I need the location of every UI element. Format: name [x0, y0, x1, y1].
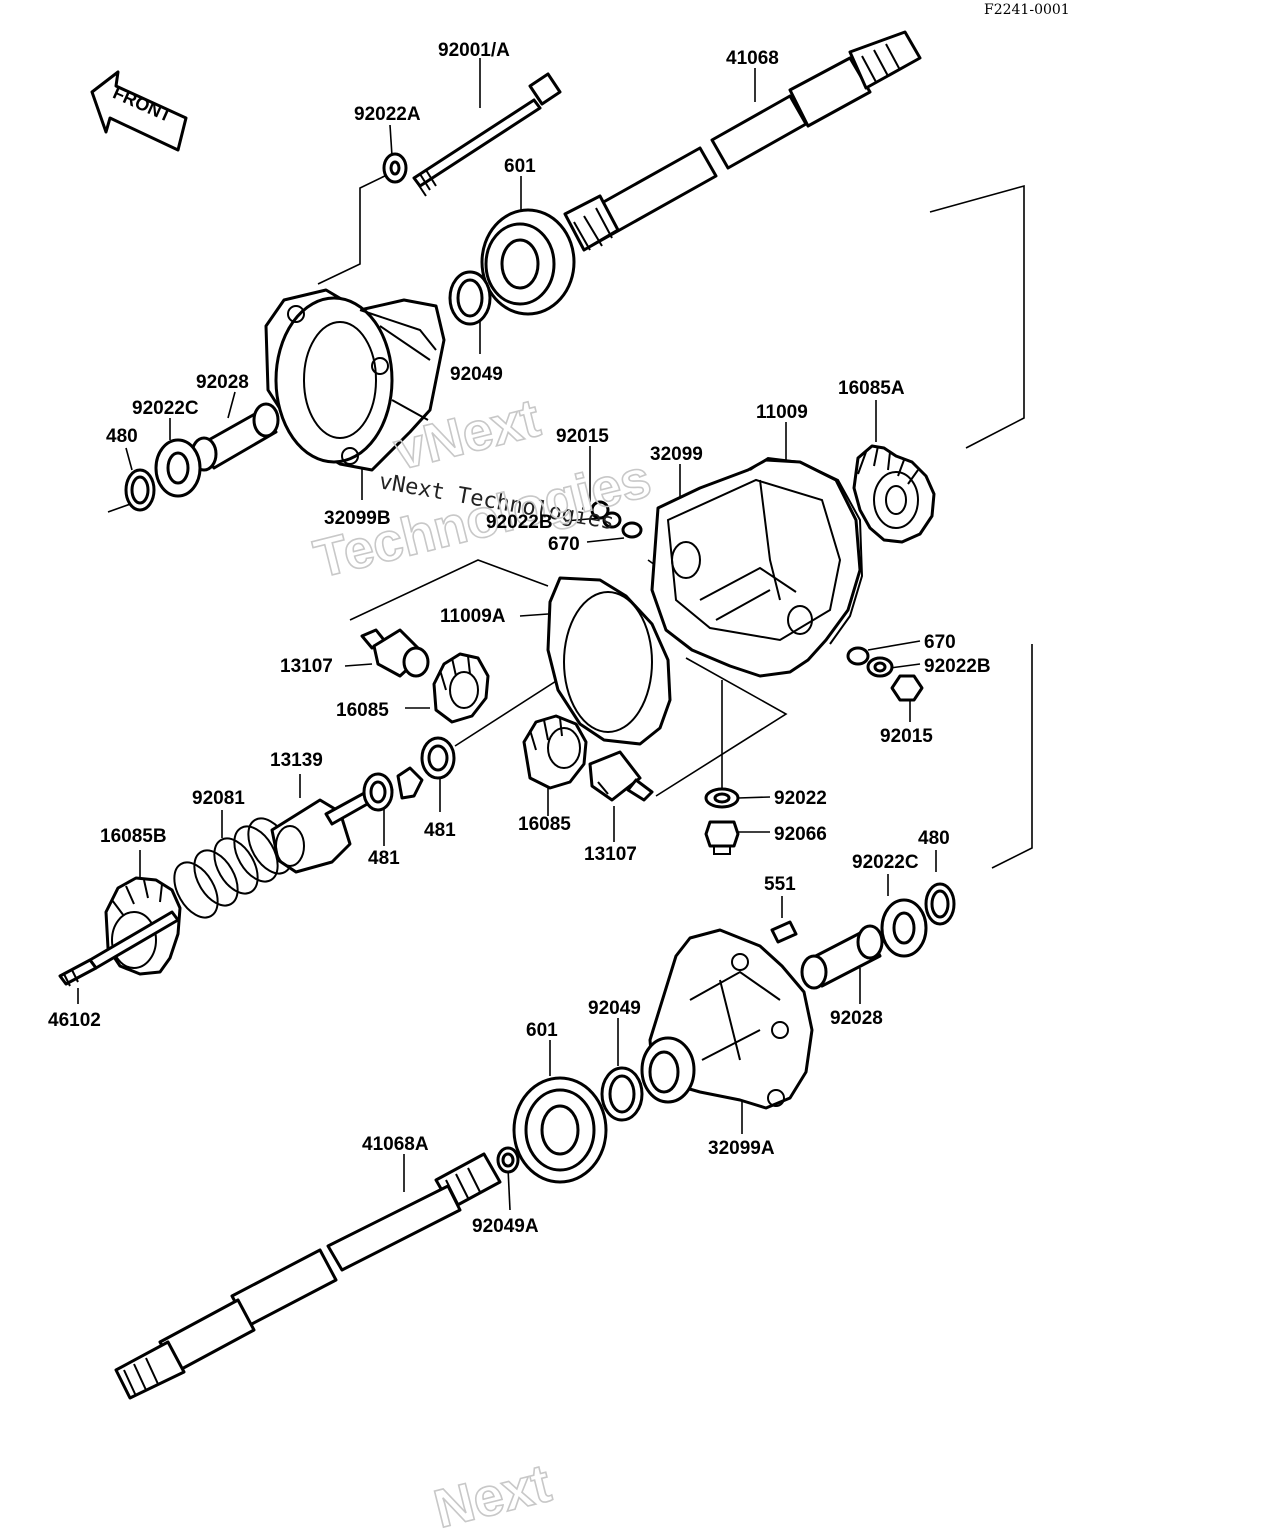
- bolt-92001A: [412, 72, 562, 197]
- dowel-551: [770, 920, 798, 944]
- diagram-code: F2241-0001: [984, 2, 1070, 18]
- label-92049A: 92049A: [472, 1216, 539, 1237]
- shaft-41068A: [114, 1152, 502, 1400]
- circlip-481-left: [362, 772, 394, 812]
- pin-46102: [58, 958, 98, 987]
- watermark-bottom-fragment: Next: [428, 1453, 556, 1536]
- gear-16085-lower: [522, 714, 588, 790]
- label-92015-upper: 92015: [556, 426, 609, 447]
- label-11009: 11009: [756, 402, 808, 423]
- label-92022A: 92022A: [354, 104, 421, 125]
- label-92001A: 92001/A: [438, 40, 510, 61]
- label-16085A: 16085A: [838, 378, 905, 399]
- label-13139: 13139: [270, 750, 323, 771]
- label-13107-upper: 13107: [280, 656, 333, 677]
- label-92022C-top: 92022C: [132, 398, 199, 419]
- label-16085B: 16085B: [100, 826, 167, 847]
- shaft-41068: [563, 30, 922, 252]
- label-92022C-lower: 92022C: [852, 852, 919, 873]
- pin-13107-upper: [360, 628, 430, 678]
- label-601-top: 601: [504, 156, 536, 177]
- circlip-481-right: [420, 736, 456, 780]
- label-480-top: 480: [106, 426, 138, 447]
- gear-16085A: [852, 444, 936, 544]
- label-92022B-right: 92022B: [924, 656, 991, 677]
- gear-16085B: [88, 876, 182, 976]
- gasket-11009A: [546, 576, 672, 746]
- collar: [396, 766, 424, 800]
- bearing-601-lower: [512, 1076, 608, 1184]
- bushing-92028-top: [190, 402, 280, 472]
- washer-92022: [704, 787, 740, 809]
- label-92028-lower: 92028: [830, 1008, 883, 1029]
- label-481-left: 481: [368, 848, 400, 869]
- label-16085-lower: 16085: [518, 814, 571, 835]
- label-13107-lower: 13107: [584, 844, 637, 865]
- gear-16085-upper: [432, 652, 490, 724]
- label-92028-top: 92028: [196, 372, 249, 393]
- label-601-lower: 601: [526, 1020, 558, 1041]
- cover-32099B: [264, 288, 446, 472]
- label-92015-right: 92015: [880, 726, 933, 747]
- label-480-lower: 480: [918, 828, 950, 849]
- label-41068: 41068: [726, 48, 779, 69]
- circlip-480-top: [124, 468, 156, 512]
- label-92066: 92066: [774, 824, 827, 845]
- label-92049-top: 92049: [450, 364, 503, 385]
- oring-670-upper: [621, 521, 643, 539]
- label-670-upper: 670: [548, 534, 580, 555]
- bearing-92049A: [496, 1146, 520, 1174]
- label-670-right: 670: [924, 632, 956, 653]
- label-32099B: 32099B: [324, 508, 391, 529]
- housing-32099: [650, 458, 862, 678]
- label-32099A: 32099A: [708, 1138, 775, 1159]
- label-41068A: 41068A: [362, 1134, 429, 1155]
- washer-92022C-lower: [880, 898, 928, 958]
- label-11009A: 11009A: [440, 606, 506, 627]
- oring-670-right: [846, 646, 870, 666]
- label-92022B-upper: 92022B: [486, 512, 553, 533]
- part-labels: 92001/A 41068 92022A 601 92028 92049 920…: [48, 40, 991, 1237]
- nut-92015-upper: [590, 500, 610, 520]
- washer-92022C-top: [154, 438, 202, 498]
- washer-92022A: [382, 152, 408, 184]
- label-481-right: 481: [424, 820, 456, 841]
- label-32099: 32099: [650, 444, 703, 465]
- label-92081: 92081: [192, 788, 245, 809]
- bearing-601-top: [480, 208, 576, 316]
- seal-92049-top: [448, 270, 492, 326]
- plug-92066: [704, 820, 740, 855]
- watermark: vNext Technologies vNext Technologies Ne…: [308, 387, 658, 1536]
- gasket-11009: [749, 456, 864, 645]
- seal-92049-lower: [600, 1066, 644, 1122]
- nut-92015-right: [890, 674, 924, 702]
- pin-13107-lower: [588, 750, 654, 802]
- front-arrow-icon: FRONT: [90, 70, 188, 152]
- bushing-92028-lower: [800, 924, 884, 990]
- circlip-480-lower: [924, 882, 956, 926]
- label-92049-lower: 92049: [588, 998, 641, 1019]
- label-16085-upper: 16085: [336, 700, 389, 721]
- washer-92022B-right: [866, 656, 894, 678]
- label-92022: 92022: [774, 788, 827, 809]
- cover-32099A-neck: [640, 1036, 696, 1104]
- label-551: 551: [764, 874, 796, 895]
- label-46102: 46102: [48, 1010, 101, 1031]
- washer-92022B-upper: [602, 511, 622, 529]
